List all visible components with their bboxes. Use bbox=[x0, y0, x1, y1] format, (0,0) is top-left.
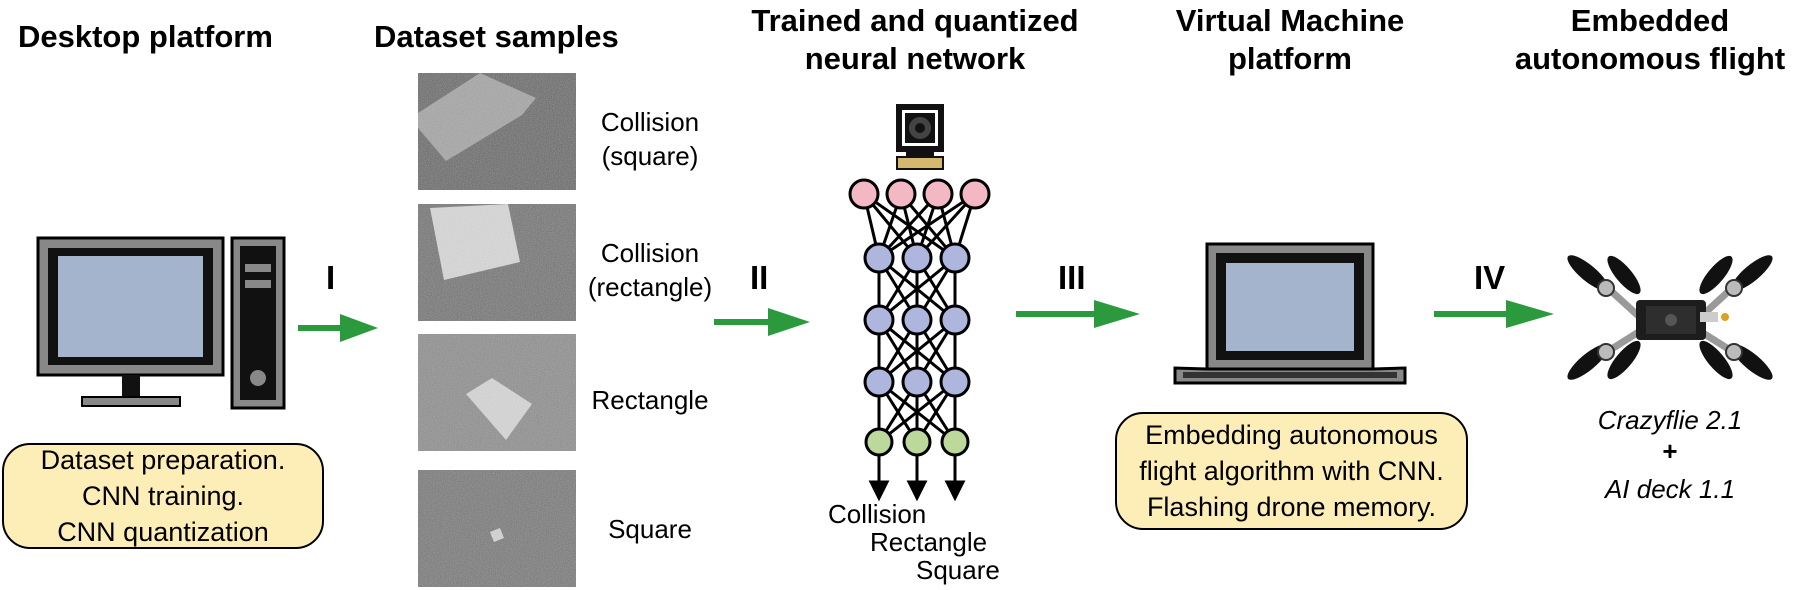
sample-label-square: Square bbox=[608, 514, 692, 544]
sample-label-collision-square: Collision(square) bbox=[600, 107, 700, 171]
arrow-step-2 bbox=[714, 308, 810, 336]
laptop-icon bbox=[1173, 242, 1407, 385]
camera-icon bbox=[896, 104, 944, 170]
arrow-step-3 bbox=[1016, 300, 1140, 328]
output-label-square: Square bbox=[916, 555, 1000, 585]
dataset-samples-title: Dataset samples bbox=[374, 19, 619, 54]
step-label-3: III bbox=[1058, 259, 1086, 296]
desktop-platform-title: Desktop platform bbox=[18, 19, 273, 54]
sample-image-collision-square bbox=[418, 73, 576, 190]
drone-plus-label: + bbox=[1662, 436, 1678, 466]
drone-body bbox=[1636, 300, 1729, 340]
step-label-1: I bbox=[326, 259, 336, 296]
desktop-tasks-box: Dataset preparation.CNN training.CNN qua… bbox=[2, 443, 324, 549]
drone-motors bbox=[1597, 279, 1743, 361]
hidden-layers bbox=[863, 242, 971, 398]
input-layer bbox=[848, 178, 991, 210]
output-label-rectangle: Rectangle bbox=[870, 527, 988, 557]
neural-network-icon bbox=[848, 178, 991, 502]
sample-label-rectangle: Rectangle bbox=[591, 385, 709, 415]
output-arrows bbox=[868, 456, 966, 502]
desktop-computer-icon bbox=[36, 236, 286, 410]
drone-model-label: Crazyflie 2.1 bbox=[1597, 405, 1743, 435]
ai-deck-label: AI deck 1.1 bbox=[1604, 474, 1736, 504]
step-label-4: IV bbox=[1474, 259, 1506, 296]
drone-propellers bbox=[1567, 255, 1773, 380]
drone-icon bbox=[1567, 255, 1773, 380]
sample-image-collision-rectangle bbox=[418, 204, 576, 321]
arrow-step-1 bbox=[298, 314, 378, 342]
step-label-2: II bbox=[750, 259, 769, 296]
output-label-collision: Collision bbox=[828, 499, 927, 529]
output-layer bbox=[864, 427, 970, 457]
arrow-step-4 bbox=[1434, 300, 1554, 328]
sample-label-collision-rectangle: Collision(rectangle) bbox=[587, 238, 713, 302]
step-arrows bbox=[298, 300, 1554, 342]
sample-image-rectangle bbox=[418, 334, 576, 451]
sample-image-square bbox=[418, 470, 576, 587]
